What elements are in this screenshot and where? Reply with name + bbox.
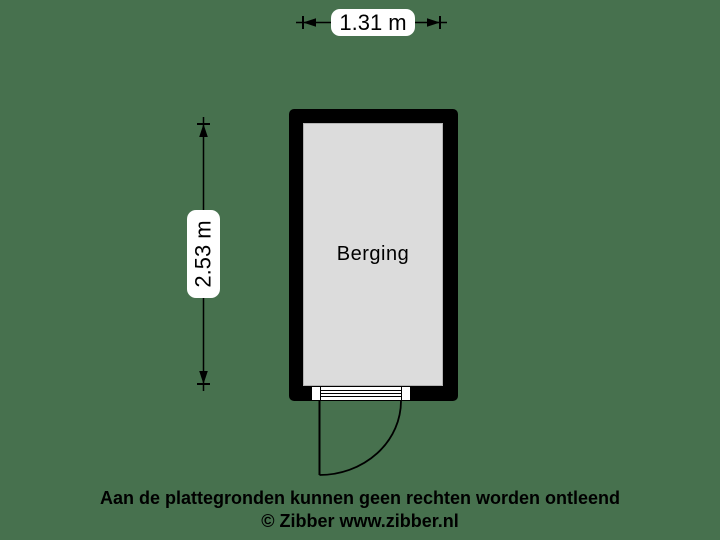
door-sill-line bbox=[320, 396, 402, 397]
width-dimension-value: 1.31 m bbox=[339, 9, 407, 35]
dimension-arrow-down-icon bbox=[199, 371, 208, 384]
copyright-text: © Zibber www.zibber.nl bbox=[261, 511, 459, 531]
dimension-arrow-right-icon bbox=[427, 18, 440, 27]
dimension-arrow-up-icon bbox=[199, 124, 208, 137]
room-floor: Berging bbox=[303, 123, 443, 386]
dimension-arrow-left-icon bbox=[303, 18, 316, 27]
width-dimension-label: 1.31 m bbox=[331, 9, 415, 36]
footer: Aan de plattegronden kunnen geen rechten… bbox=[0, 487, 720, 533]
height-dimension-value: 2.53 m bbox=[190, 220, 216, 288]
door-threshold bbox=[311, 386, 411, 401]
door bbox=[318, 400, 402, 476]
door-sill-line bbox=[320, 390, 402, 391]
height-dimension-label: 2.53 m bbox=[187, 210, 220, 298]
room-name-label: Berging bbox=[336, 243, 410, 265]
door-swing-arc bbox=[319, 400, 402, 476]
door-sill-line bbox=[320, 393, 402, 394]
disclaimer-text: Aan de plattegronden kunnen geen rechten… bbox=[99, 488, 621, 508]
